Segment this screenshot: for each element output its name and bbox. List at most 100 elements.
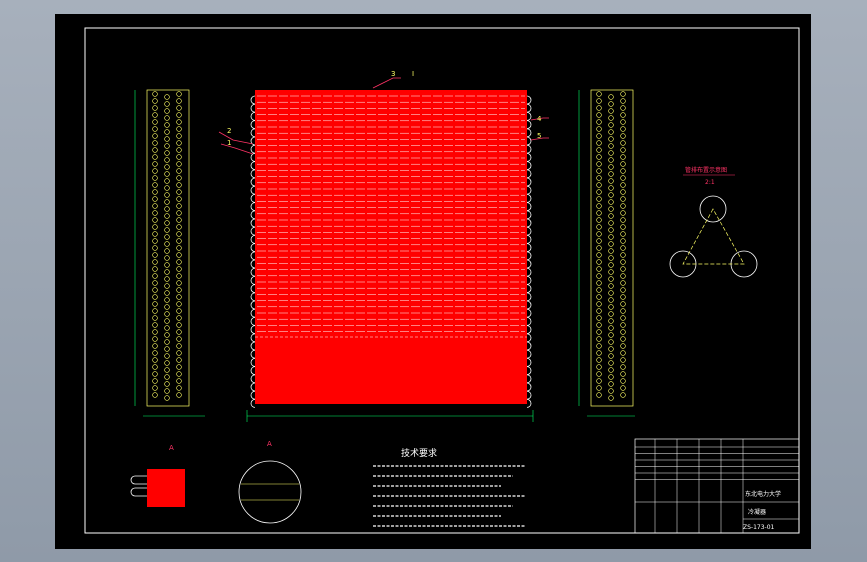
tube-end xyxy=(152,308,158,314)
drawing-sheet[interactable]: 3 I 2 1 4 5 xyxy=(55,14,811,549)
tube-end xyxy=(164,332,170,338)
return-bend xyxy=(250,358,256,367)
tube-end xyxy=(164,213,170,219)
left-side-view[interactable] xyxy=(134,89,205,417)
tech-requirement-lines xyxy=(373,465,525,527)
tube-end xyxy=(596,231,602,237)
return-bend xyxy=(250,169,256,179)
return-bend xyxy=(526,341,532,351)
tube-end xyxy=(176,294,182,300)
tube-end xyxy=(608,136,614,142)
tube-end xyxy=(596,392,602,398)
tube-end xyxy=(152,168,158,174)
tube-end xyxy=(596,203,602,209)
tube-end xyxy=(176,203,182,209)
return-bend xyxy=(526,317,532,326)
tube-end xyxy=(152,315,158,321)
return-bend xyxy=(250,194,256,203)
tube-end xyxy=(152,329,158,335)
fin-detail[interactable]: A xyxy=(130,444,185,507)
return-bend xyxy=(526,349,532,359)
title-block-grid xyxy=(635,439,799,533)
tube-end xyxy=(620,378,626,384)
return-bend xyxy=(250,120,256,129)
tube-end xyxy=(596,189,602,195)
technical-requirements[interactable]: 技术要求 xyxy=(373,447,525,527)
return-bend xyxy=(250,374,256,384)
tube-arrangement-detail[interactable]: 管排布置示意图 2:1 xyxy=(669,166,758,278)
tube-end xyxy=(152,350,158,356)
tube-end xyxy=(152,210,158,216)
tube-end xyxy=(620,336,626,342)
return-bend xyxy=(526,284,532,293)
return-bend xyxy=(250,284,256,293)
right-side-tubes xyxy=(596,91,626,401)
tube-end xyxy=(152,357,158,363)
tube-end xyxy=(608,122,614,128)
return-bend xyxy=(250,128,256,138)
tube-end xyxy=(608,304,614,310)
return-bend xyxy=(250,210,256,220)
tube-end xyxy=(608,164,614,170)
return-bend xyxy=(526,276,532,285)
balloon-2: 2 xyxy=(227,127,231,135)
tube-end xyxy=(176,210,182,216)
return-bend xyxy=(526,333,532,343)
balloon-4: 4 xyxy=(537,115,542,123)
tube-end xyxy=(152,336,158,342)
return-bend xyxy=(526,235,532,244)
tube-end xyxy=(152,280,158,286)
title-block[interactable]: 东北电力大学 冷凝器 ZS-173-01 xyxy=(634,438,800,534)
tube-end xyxy=(608,374,614,380)
tube-end xyxy=(620,266,626,272)
tube-end xyxy=(608,143,614,149)
tube-end xyxy=(596,315,602,321)
tube-end xyxy=(596,273,602,279)
tube-end xyxy=(152,119,158,125)
tube-end xyxy=(620,308,626,314)
tube-end xyxy=(596,210,602,216)
tube-end xyxy=(164,283,170,289)
return-bend xyxy=(250,300,256,310)
main-view[interactable]: 3 I 2 1 4 5 xyxy=(218,70,549,422)
tube-end xyxy=(164,325,170,331)
tube-end xyxy=(152,364,158,370)
balloon-5: 5 xyxy=(537,132,541,140)
tube-end xyxy=(176,336,182,342)
tube-end xyxy=(164,192,170,198)
drawing-canvas[interactable]: 3 I 2 1 4 5 xyxy=(55,14,811,549)
tube-end xyxy=(608,178,614,184)
tube-end xyxy=(152,112,158,118)
tube-end xyxy=(164,241,170,247)
tube-end xyxy=(608,276,614,282)
tube-end xyxy=(608,206,614,212)
section-circle-detail[interactable]: A xyxy=(238,440,302,524)
return-bend xyxy=(250,366,256,375)
tube-end xyxy=(152,245,158,251)
return-bend xyxy=(250,259,256,269)
tube-end xyxy=(164,185,170,191)
tube-end xyxy=(164,360,170,366)
tube-end xyxy=(176,364,182,370)
tube-end xyxy=(164,234,170,240)
tube-end xyxy=(164,248,170,254)
tube-end xyxy=(176,273,182,279)
tube-end xyxy=(608,171,614,177)
tube-end xyxy=(608,199,614,205)
tube-end xyxy=(620,273,626,279)
return-bend xyxy=(250,341,256,351)
tube-end xyxy=(608,255,614,261)
tube-end xyxy=(620,231,626,237)
detail-title: 管排布置示意图 xyxy=(685,166,727,174)
tube-end xyxy=(164,94,170,100)
tube-end xyxy=(176,98,182,104)
tube-end xyxy=(596,161,602,167)
balloon-3: 3 xyxy=(391,70,395,78)
return-bend xyxy=(526,300,532,310)
return-bend xyxy=(250,218,256,228)
tube-end xyxy=(608,213,614,219)
right-side-view[interactable] xyxy=(578,89,635,417)
tube-end xyxy=(176,161,182,167)
tube-end xyxy=(608,115,614,121)
